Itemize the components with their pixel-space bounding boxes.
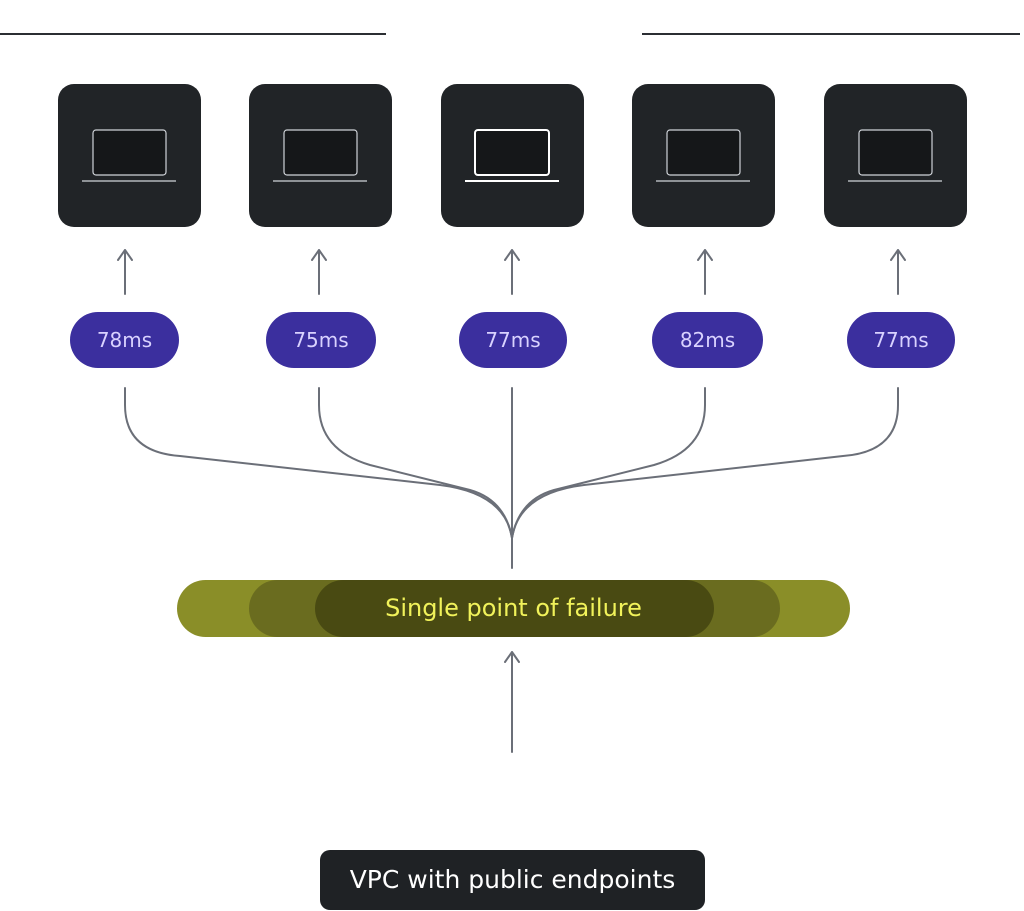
single-point-of-failure-bar: Single point of failure	[177, 580, 850, 637]
spof-inner-band	[315, 580, 714, 637]
top-divider-right	[642, 33, 1020, 35]
latency-pill-4: 82ms	[652, 312, 763, 368]
branch-line-5	[511, 387, 899, 539]
laptop-icon	[848, 129, 942, 182]
spof-label: Single point of failure	[385, 594, 642, 622]
device-card-4	[632, 84, 775, 227]
device-card-2	[249, 84, 392, 227]
laptop-icon	[273, 129, 367, 182]
latency-pill-1: 78ms	[70, 312, 179, 368]
top-divider-left	[0, 33, 386, 35]
device-card-3	[441, 84, 584, 227]
laptop-icon	[82, 129, 176, 182]
branch-line-2	[318, 387, 513, 539]
device-card-5	[824, 84, 967, 227]
arrow-up-icon	[504, 651, 520, 753]
device-card-1	[58, 84, 201, 227]
branch-line-4	[511, 387, 706, 539]
arrow-up-icon	[697, 249, 713, 295]
laptop-icon	[656, 129, 750, 182]
latency-pill-5: 77ms	[847, 312, 955, 368]
arrow-up-icon	[890, 249, 906, 295]
arrow-up-icon	[504, 249, 520, 295]
vpc-label: VPC with public endpoints	[320, 850, 705, 910]
arrow-up-icon	[311, 249, 327, 295]
laptop-icon	[465, 129, 559, 182]
latency-pill-3: 77ms	[459, 312, 567, 368]
arrow-up-icon	[117, 249, 133, 295]
latency-pill-2: 75ms	[266, 312, 376, 368]
